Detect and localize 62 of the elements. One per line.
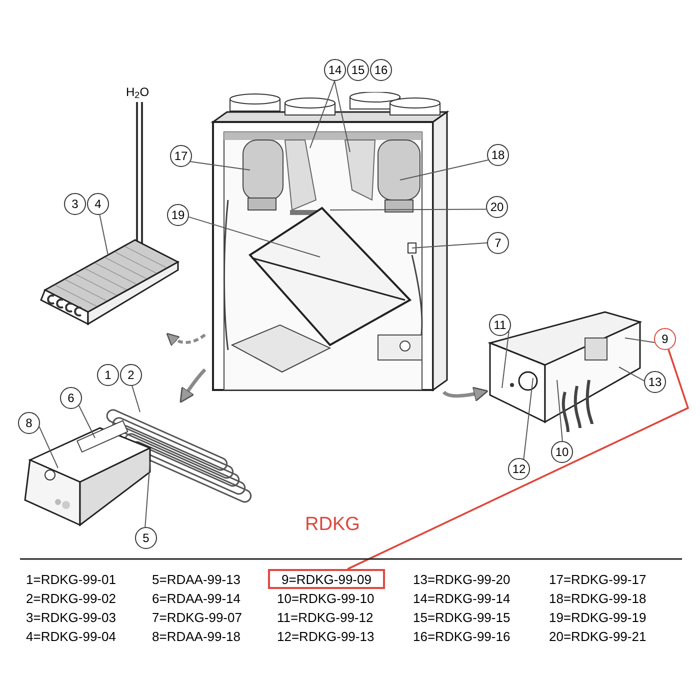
callout-number: 5 [135,527,157,549]
callout-number: 10 [551,441,573,463]
callout-number: 8 [18,412,40,434]
callout-number: 7 [487,232,509,254]
callout-number: 2 [120,364,142,386]
leader-line [144,462,150,528]
part-number: 11=RDKG-99-12 [277,611,374,624]
callout-number: 18 [487,144,509,166]
leader-line [99,214,108,256]
leader-line [502,331,510,388]
highlighted-part-number: 9=RDKG-99-09 [268,569,385,589]
leader-line [188,216,320,258]
part-number: 1=RDKG-99-01 [26,573,116,586]
part-number: 18=RDKG-99-18 [549,592,646,605]
callout-number: 20 [486,196,508,218]
callout-number: 14 [324,59,346,81]
part-number: 3=RDKG-99-03 [26,611,116,624]
water-label: H$_{2}$O [126,86,150,98]
leader-line [310,80,336,148]
leader-line [330,208,487,210]
part-number: 8=RDAA-99-18 [152,630,241,643]
callout-number: 3 [64,193,86,215]
part-number: 2=RDKG-99-02 [26,592,116,605]
part-number: 4=RDKG-99-04 [26,630,116,643]
leader-line [38,426,58,468]
part-number: 12=RDKG-99-13 [277,630,374,643]
callout-number: 6 [60,387,82,409]
callout-number: 15 [347,59,369,81]
part-number: 19=RDKG-99-19 [549,611,646,624]
leader-line [78,405,96,438]
title: RDKG [305,513,360,537]
part-number: 14=RDKG-99-14 [413,592,510,605]
arrow [442,386,488,402]
part-number: 5=RDAA-99-13 [152,573,241,586]
part-number: 17=RDKG-99-17 [549,573,646,586]
leader-line [618,366,645,382]
leader-line [190,161,250,170]
leader-line [132,385,140,412]
callout-number: 12 [508,458,530,480]
leader-line [523,378,534,460]
part-number: 16=RDKG-99-16 [413,630,510,643]
leader-line [347,349,690,570]
part-number: 6=RDAA-99-14 [152,592,241,605]
callout-number: 11 [489,314,511,336]
callout-number: 17 [170,145,192,167]
leader-line [412,242,488,248]
arrow [180,368,206,404]
callout-number: 4 [87,193,109,215]
part-number: 20=RDKG-99-21 [549,630,646,643]
callout-number: 13 [644,371,666,393]
part-number: 13=RDKG-99-20 [413,573,510,586]
callout-number: 16 [370,59,392,81]
part-number: 10=RDKG-99-10 [277,592,374,605]
callout-number: 19 [167,204,189,226]
leader-line [624,338,656,343]
callout-number: 9 [654,328,676,350]
arrow [166,332,206,346]
part-number: 15=RDKG-99-15 [413,611,510,624]
leader-line [556,380,563,442]
callout-number: 1 [97,364,119,386]
leader-line [400,160,489,180]
part-number: 7=RDKG-99-07 [152,611,242,624]
